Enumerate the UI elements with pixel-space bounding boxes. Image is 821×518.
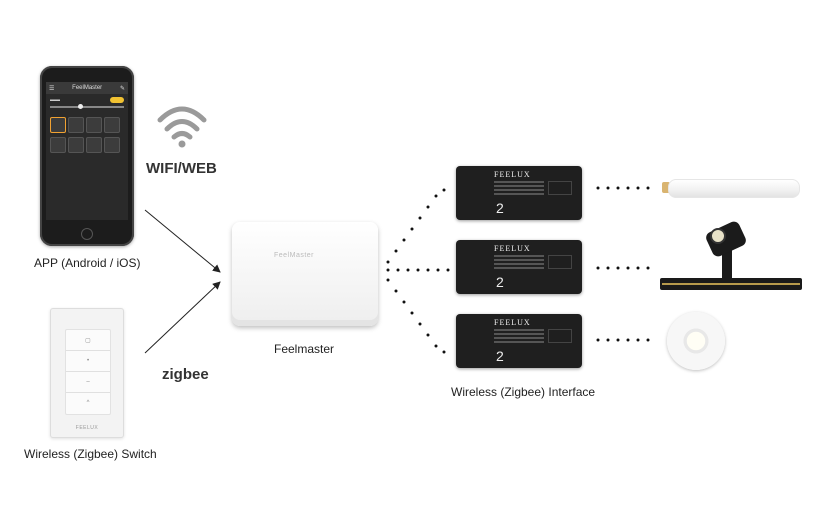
- interface-label: Wireless (Zigbee) Interface: [451, 385, 596, 399]
- app-header: ☰ FeelMaster ✎: [46, 82, 128, 94]
- module-connector: [548, 329, 572, 343]
- arrow-app-to-hub: [144, 209, 221, 273]
- power-toggle: [110, 97, 124, 103]
- scene-tile: [104, 137, 120, 153]
- spotlight-lens: [710, 228, 726, 244]
- switch-key: ^: [86, 400, 90, 406]
- tube-light-cap: [662, 182, 670, 193]
- switch-key: •: [66, 351, 110, 372]
- module-brand: FEELUX: [494, 244, 531, 253]
- hub-label: Feelmaster: [274, 342, 335, 356]
- interface-module-1: FEELUX 2: [456, 166, 582, 220]
- scene-tile: [68, 137, 84, 153]
- module-spec-text: [494, 329, 544, 345]
- module-brand: FEELUX: [494, 318, 531, 327]
- toggle-label: ▬▬: [50, 97, 60, 103]
- switch-key: ▢: [66, 330, 110, 351]
- zigbee-label: zigbee: [162, 366, 209, 383]
- home-button: [81, 228, 93, 240]
- dotted-connector-middle: [386, 268, 450, 272]
- dotted-connector-light-1: [596, 186, 650, 190]
- module-spec-text: [494, 181, 544, 197]
- dotted-connector-light-3: [596, 338, 650, 342]
- wifi-dot: [178, 140, 186, 148]
- tube-light: [668, 179, 800, 198]
- wireless-switch: ▢ • – ^ FEELUX: [50, 308, 124, 438]
- track-rail-stripe: [662, 283, 800, 285]
- brightness-slider: [50, 104, 124, 109]
- module-connector: [548, 181, 572, 195]
- switch-label: Wireless (Zigbee) Switch: [24, 447, 157, 461]
- app-toggle-row: ▬▬: [46, 94, 128, 103]
- interface-module-2: FEELUX 2: [456, 240, 582, 294]
- wifi-label: WIFI/WEB: [146, 160, 217, 177]
- edit-icon: ✎: [119, 85, 125, 92]
- dotted-connector-top: [386, 188, 446, 264]
- module-number: 2: [496, 200, 504, 216]
- phone-screen: ☰ FeelMaster ✎ ▬▬: [46, 82, 128, 220]
- switch-key: –: [66, 372, 110, 393]
- arrow-switch-to-hub: [144, 281, 221, 354]
- module-brand: FEELUX: [494, 170, 531, 179]
- module-number: 2: [496, 348, 504, 364]
- app-title: FeelMaster: [72, 85, 103, 91]
- hub-logo: FeelMaster: [274, 252, 315, 259]
- spotlight-arm: [722, 248, 732, 280]
- scene-tile: [50, 137, 66, 153]
- switch-keypad: ▢ • – ^: [65, 329, 111, 415]
- scene-tile: [86, 137, 102, 153]
- module-spec-text: [494, 255, 544, 271]
- wifi-icon: [157, 106, 207, 140]
- dotted-connector-bottom: [386, 278, 446, 354]
- module-number: 2: [496, 274, 504, 290]
- interface-module-3: FEELUX 2: [456, 314, 582, 368]
- feelmaster-hub: FeelMaster: [232, 222, 378, 326]
- scene-tile: [68, 117, 84, 133]
- module-connector: [548, 255, 572, 269]
- menu-icon: ☰: [49, 85, 55, 92]
- switch-logo: FEELUX: [75, 425, 99, 431]
- app-label: APP (Android / iOS): [34, 256, 141, 270]
- downlight: [667, 312, 725, 370]
- scene-grid: [46, 111, 128, 159]
- scene-tile: [86, 117, 102, 133]
- dotted-connector-light-2: [596, 266, 650, 270]
- scene-tile: [104, 117, 120, 133]
- scene-tile: [50, 117, 66, 133]
- smartphone: ☰ FeelMaster ✎ ▬▬: [40, 66, 134, 246]
